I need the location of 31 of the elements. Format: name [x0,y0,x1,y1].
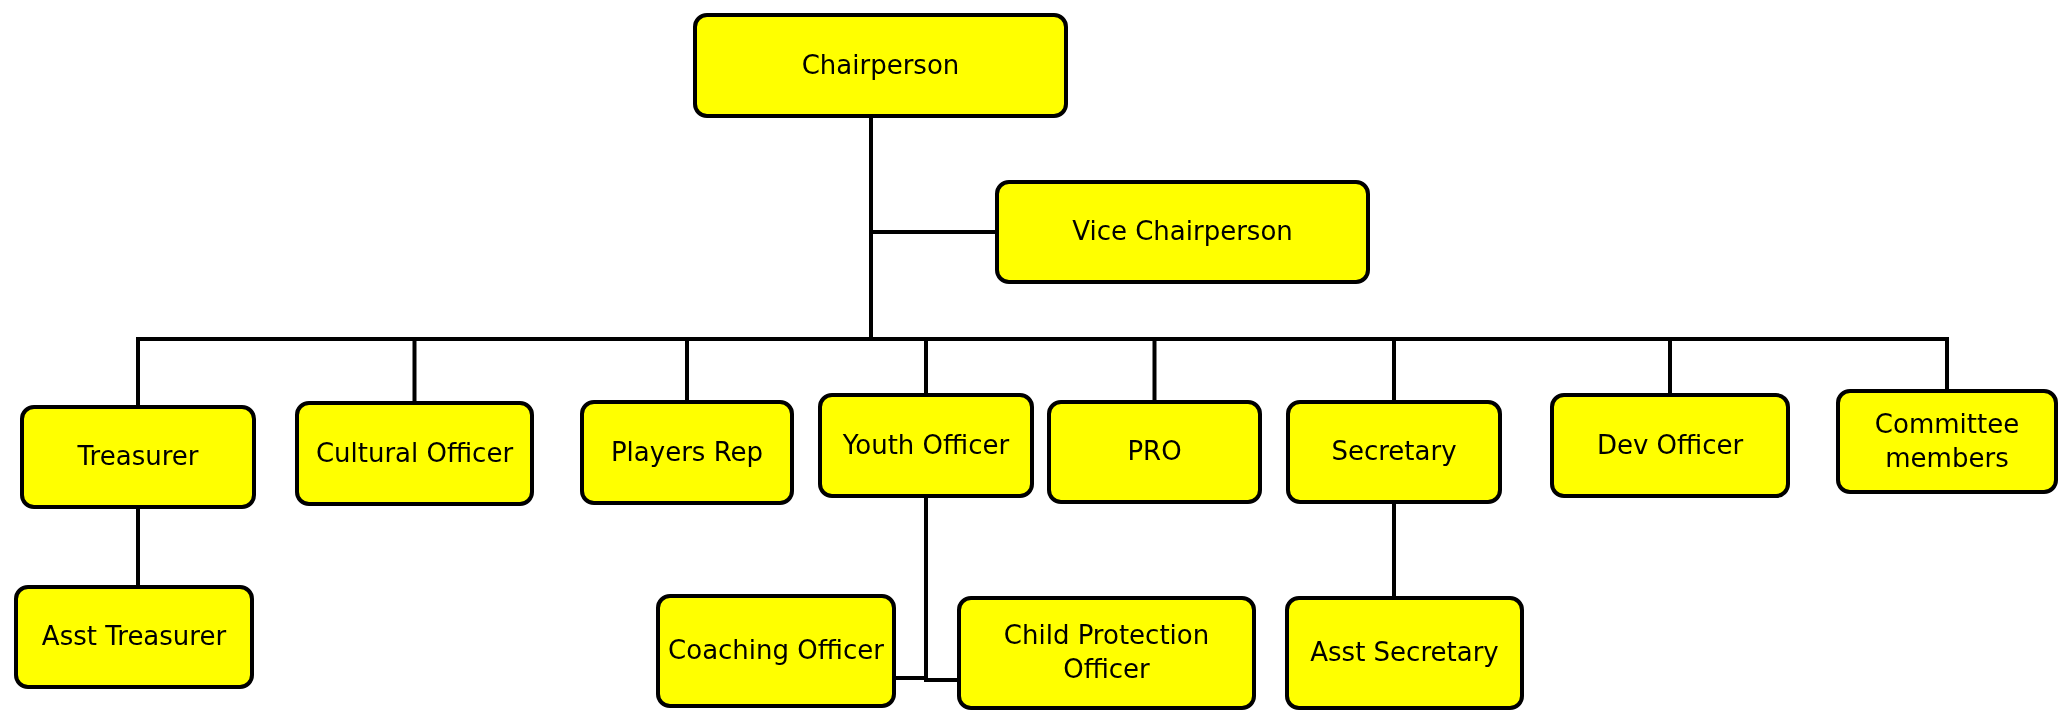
role-box [1285,596,1524,710]
role-box [580,400,794,505]
role-box [1286,400,1502,504]
role-title: Secretary [1331,435,1457,469]
role-box [20,405,256,509]
role-box [295,401,534,506]
role-title: PRO [1127,435,1182,469]
role-box [14,585,254,689]
role-box [957,596,1256,710]
connector-line [1392,504,1396,596]
role-box [1550,393,1790,498]
connector-line [136,509,140,585]
role-title: Asst Treasurer [41,620,227,654]
role-title: Cultural Officer [315,436,514,470]
role-title: Treasurer [77,440,199,474]
role-box [1047,400,1262,504]
role-box [818,393,1034,498]
role-box [656,594,896,708]
role-title: Asst Secretary [1310,636,1499,670]
connector-line [924,498,957,682]
role-box [1836,389,2058,494]
role-title: Youth Officer [842,428,1010,462]
role-title: Committee members [1873,407,2021,475]
role-box [995,180,1370,284]
role-title: Players Rep [610,435,764,469]
role-title: Child Protection Officer [1002,619,1211,686]
role-title: Chairperson [801,48,960,82]
role-title: Dev Officer [1596,428,1744,462]
role-title: Coaching Officer [668,634,884,668]
role-box [693,13,1068,118]
role-title: Vice Chairperson [1072,215,1293,249]
